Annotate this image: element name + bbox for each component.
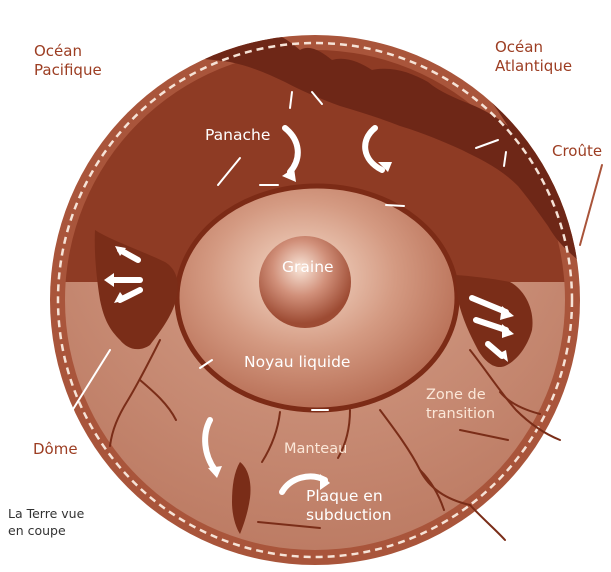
inner-core (259, 236, 351, 328)
crust-label: Croûte (552, 142, 602, 161)
dome-label: Dôme (33, 440, 78, 459)
ocean-atlantic-label: Océan Atlantique (495, 38, 572, 76)
diagram-caption: La Terre vue en coupe (8, 505, 84, 539)
transition-zone-label: Zone de transition (426, 386, 495, 424)
inner-core-label: Graine (282, 258, 334, 277)
subducting-plate-label: Plaque en subduction (306, 487, 392, 525)
liquid-core-label: Noyau liquide (244, 353, 350, 372)
plume-label: Panache (205, 126, 270, 145)
mantle-label: Manteau (284, 440, 347, 459)
ocean-pacific-label: Océan Pacifique (34, 42, 102, 80)
